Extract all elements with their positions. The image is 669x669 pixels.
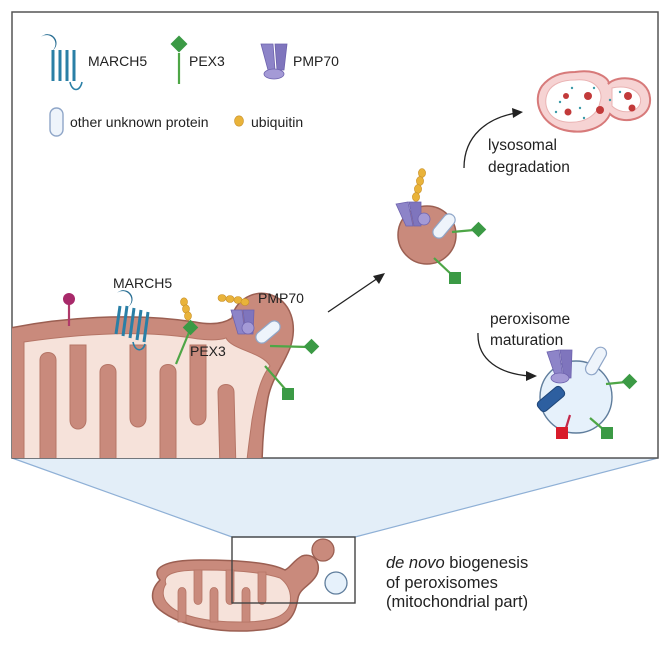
legend-march5-icon <box>41 34 83 91</box>
mitochondrion-overview <box>151 538 348 632</box>
maturation-label-line2: maturation <box>490 332 563 349</box>
caption-denovo: de novo <box>386 554 445 572</box>
lysosomal-label-line1: lysosomal <box>488 137 557 154</box>
legend-pex3-label: PEX3 <box>189 53 225 69</box>
pmp70-bud <box>230 309 255 335</box>
legend-ubiquitin-icon <box>234 115 244 127</box>
pex3-bud-lower <box>264 365 294 400</box>
zoom-projection <box>11 457 659 538</box>
legend-ubiquitin-label: ubiquitin <box>251 114 303 130</box>
arrow-to-lysosome <box>463 108 523 169</box>
pex3-label: PEX3 <box>190 343 226 359</box>
march5-protein <box>114 290 150 351</box>
pex3-vesicle-right <box>451 221 487 238</box>
other-protein-vesicle <box>432 213 456 239</box>
legend-pmp70-icon <box>260 43 288 80</box>
magenta-receptor <box>63 293 75 326</box>
mitochondrion-zoomed <box>12 292 294 458</box>
lysosome <box>536 70 652 133</box>
pmp70-label: PMP70 <box>258 290 304 306</box>
legend-other-protein-icon <box>49 107 64 137</box>
ubiquitin-chain-membrane <box>180 297 192 321</box>
ubiquitin-chain-bud <box>217 294 250 306</box>
pmp70-peroxisome <box>546 349 573 384</box>
caption: de novo biogenesis of peroxisomes (mitoc… <box>386 554 656 613</box>
arrow-to-vesicle <box>327 273 385 313</box>
caption-line2: of peroxisomes <box>386 573 498 592</box>
zoom-box <box>231 536 356 604</box>
pmp70-vesicle <box>395 201 431 227</box>
lysosomal-label-line2: degradation <box>488 159 570 176</box>
legend-other-protein-label: other unknown protein <box>70 114 209 130</box>
caption-line3: (mitochondrial part) <box>386 593 529 611</box>
other-protein-bud <box>255 320 281 344</box>
march5-label: MARCH5 <box>113 275 172 291</box>
caption-line1: de novo biogenesis <box>386 554 656 574</box>
ubiquitin-chain-vesicle <box>412 168 426 202</box>
legend-pmp70-label: PMP70 <box>293 53 339 69</box>
arrow-to-peroxisome <box>477 332 537 381</box>
pex3-peroxisome-lower <box>589 417 613 439</box>
red-receptor-peroxisome <box>556 414 572 439</box>
legend-march5-label: MARCH5 <box>88 53 147 69</box>
pex3-vesicle-lower <box>433 257 461 284</box>
caption-biogenesis: biogenesis <box>444 554 529 572</box>
maturation-label-line1: peroxisome <box>490 311 570 328</box>
other-protein-peroxisome <box>584 346 608 376</box>
blue-protein-peroxisome <box>536 385 566 413</box>
pex3-membrane <box>174 319 199 365</box>
